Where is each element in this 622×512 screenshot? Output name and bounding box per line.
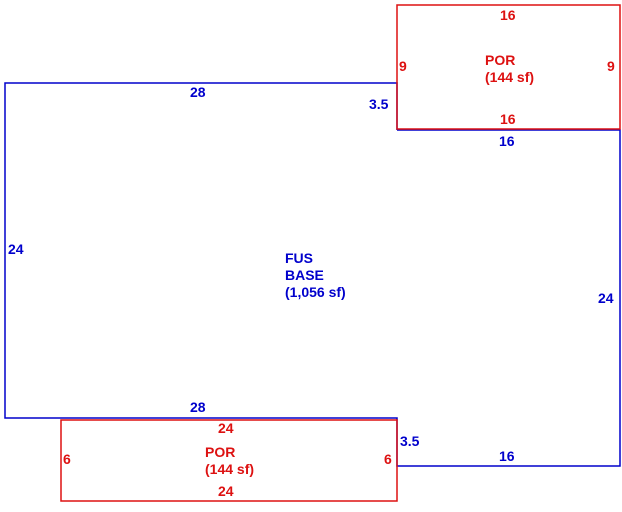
base-name: BASE <box>285 267 324 283</box>
base-area: (1,056 sf) <box>285 284 346 300</box>
porch-top-dim-left: 9 <box>399 58 407 74</box>
base-dim-step-lower: 3.5 <box>400 433 420 449</box>
porch-bottom-dim-left: 6 <box>63 451 71 467</box>
base-dim-step-lower-width: 16 <box>499 448 515 464</box>
porch-top-area: (144 sf) <box>485 69 535 85</box>
porch-bottom-area-label: POR (144 sf) <box>205 444 254 478</box>
base-area-label: FUS BASE (1,056 sf) <box>285 250 346 301</box>
porch-top-dim-right: 9 <box>607 58 615 74</box>
porch-bottom-dim-right: 6 <box>384 451 392 467</box>
porch-top-dim-bottom: 16 <box>500 111 516 127</box>
porch-bottom-dim-bottom: 24 <box>218 483 234 499</box>
porch-bottom-area: (144 sf) <box>205 461 255 477</box>
base-dim-bottom: 28 <box>190 399 206 415</box>
porch-bottom-code: POR <box>205 444 236 460</box>
porch-top-area-label: POR (144 sf) <box>485 52 534 86</box>
porch-top-code: POR <box>485 52 516 68</box>
base-dim-top: 28 <box>190 84 206 100</box>
porch-top-dim-top: 16 <box>500 7 516 23</box>
base-outline <box>4 82 621 467</box>
base-dim-left: 24 <box>8 241 24 257</box>
porch-top-outline <box>396 4 621 130</box>
base-dim-step-upper-width: 16 <box>499 133 515 149</box>
base-dim-right: 24 <box>598 290 614 306</box>
porch-bottom-outline <box>60 419 398 502</box>
base-dim-step-upper: 3.5 <box>369 96 389 112</box>
base-code: FUS <box>285 250 313 266</box>
porch-bottom-dim-top: 24 <box>218 420 234 436</box>
